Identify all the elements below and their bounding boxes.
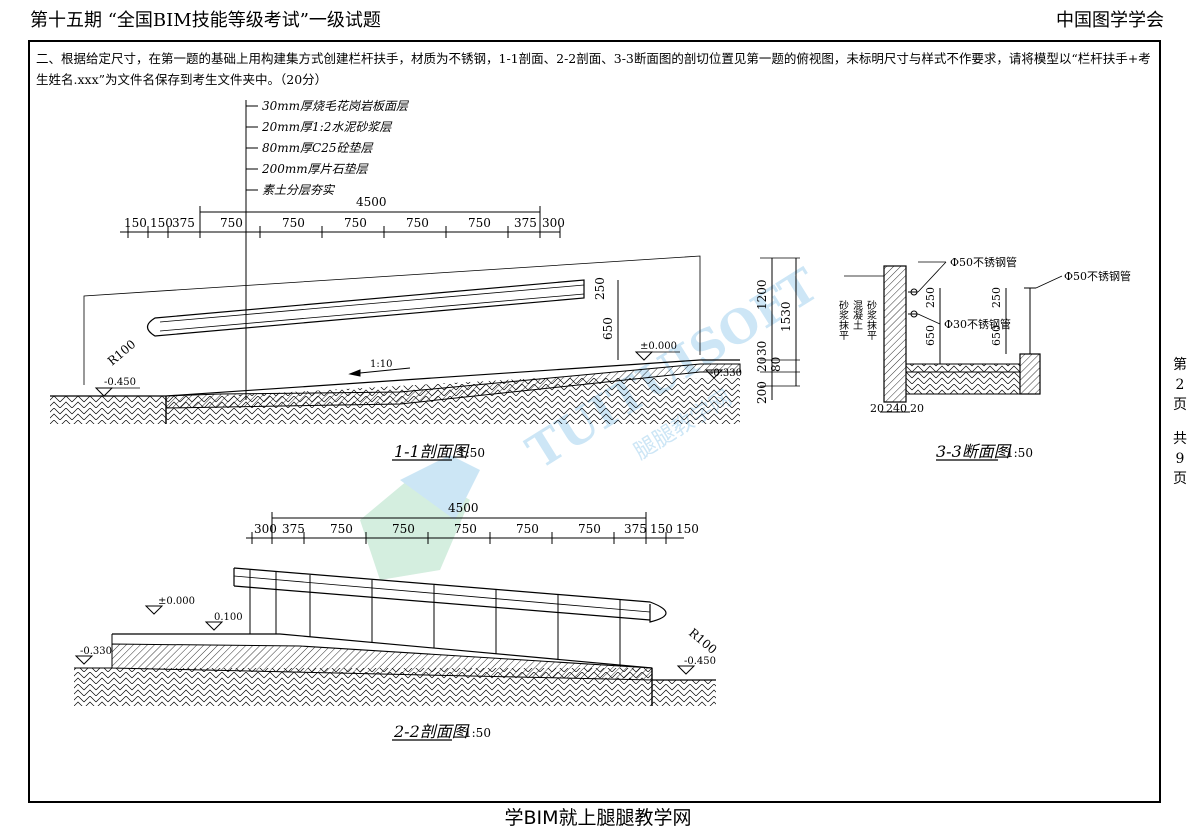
layer-label: 20mm厚1:2水泥砂浆层 bbox=[261, 120, 392, 134]
dim: 300 bbox=[542, 216, 565, 230]
elevation-label: -0.330 bbox=[710, 368, 742, 379]
dim: 650 bbox=[924, 325, 937, 346]
dim: 650 bbox=[601, 317, 615, 340]
dim: 750 bbox=[344, 216, 367, 230]
dim: 20 bbox=[755, 357, 769, 372]
pipe-label: Φ30不锈钢管 bbox=[944, 317, 1011, 331]
radius-label: R100 bbox=[686, 626, 719, 657]
header-organization: 中国图学学会 bbox=[1056, 10, 1164, 31]
material-label: 砂浆抹平 bbox=[837, 299, 849, 341]
page-char: 页 bbox=[1173, 471, 1187, 487]
dim: 150 bbox=[124, 216, 147, 230]
section-scale: 1:50 bbox=[464, 726, 491, 740]
dim: 150 bbox=[676, 522, 699, 536]
dim: 150 bbox=[150, 216, 173, 230]
dim: 20 bbox=[870, 402, 884, 415]
dim: 750 bbox=[282, 216, 305, 230]
layer-label: 200mm厚片石垫层 bbox=[261, 162, 369, 176]
section-title: 3-3断面图 bbox=[936, 442, 1012, 461]
dim: 750 bbox=[392, 522, 415, 536]
dim: 250 bbox=[924, 287, 937, 308]
dim: 1530 bbox=[779, 301, 793, 332]
dim: 750 bbox=[468, 216, 491, 230]
section-title: 1-1剖面图 bbox=[394, 442, 470, 461]
question-text: 二、根据给定尺寸，在第一题的基础上用构建集方式创建栏杆扶手，材质为不锈钢，1-1… bbox=[36, 51, 1151, 87]
dim: 300 bbox=[254, 522, 277, 536]
dim: 20 bbox=[910, 402, 924, 415]
layer-label: 30mm厚烧毛花岗岩板面层 bbox=[262, 99, 409, 113]
pipe-label: Φ50不锈钢管 bbox=[950, 255, 1017, 269]
page-char: 第 bbox=[1173, 357, 1187, 373]
dim: 375 bbox=[514, 216, 537, 230]
dim-total: 4500 bbox=[448, 501, 479, 515]
page-indicator: 第 2 页 共 9 页 bbox=[1170, 355, 1190, 489]
dim: 750 bbox=[516, 522, 539, 536]
section-1-1-labels: 30mm厚烧毛花岗岩板面层 20mm厚1:2水泥砂浆层 80mm厚C25砼垫层 … bbox=[104, 99, 793, 461]
dim: 240 bbox=[886, 402, 907, 415]
dim: 750 bbox=[406, 216, 429, 230]
elevation-label: -0.450 bbox=[104, 377, 136, 388]
section-2-2 bbox=[74, 512, 716, 741]
section-scale: 1:50 bbox=[1006, 446, 1033, 460]
material-label: 砂浆抹平 bbox=[865, 299, 877, 341]
dim: 250 bbox=[990, 287, 1003, 308]
page-char: 2 bbox=[1175, 377, 1185, 393]
elevation-label: -0.450 bbox=[684, 656, 716, 667]
elevation-label: 0.100 bbox=[214, 612, 243, 623]
material-label: 混凝土 bbox=[851, 300, 863, 330]
section-3-3-labels: Φ50不锈钢管 Φ50不锈钢管 Φ30不锈钢管 20 240 20 250 65… bbox=[837, 255, 1132, 461]
page-char: 9 bbox=[1175, 451, 1185, 467]
dim: 150 bbox=[650, 522, 673, 536]
dim: 1200 bbox=[755, 279, 769, 310]
dim: 30 bbox=[755, 341, 769, 356]
dim: 750 bbox=[454, 522, 477, 536]
header-exam-title: 第十五期 “全国BIM技能等级考试”一级试题 bbox=[30, 10, 381, 31]
dim: 750 bbox=[220, 216, 243, 230]
dim: 375 bbox=[624, 522, 647, 536]
section-scale: 1:50 bbox=[458, 446, 485, 460]
dim: 650 bbox=[990, 325, 1003, 346]
section-2-2-labels: 4500 300 375 750 750 750 750 750 375 150… bbox=[80, 501, 720, 741]
section-title: 2-2剖面图 bbox=[393, 722, 470, 741]
footer-caption: 学BIM就上腿腿教学网 bbox=[504, 807, 692, 829]
dim: 200 bbox=[755, 381, 769, 404]
radius-label: R100 bbox=[105, 337, 138, 368]
dim: 250 bbox=[593, 277, 607, 300]
dim: 750 bbox=[330, 522, 353, 536]
page-char: 页 bbox=[1173, 397, 1187, 413]
dim: 750 bbox=[578, 522, 601, 536]
page-char: 共 bbox=[1173, 431, 1187, 447]
pipe-label: Φ50不锈钢管 bbox=[1064, 269, 1131, 283]
drawing-frame bbox=[28, 40, 1161, 803]
section-1-1 bbox=[50, 100, 800, 461]
elevation-label: ±0.000 bbox=[158, 596, 195, 607]
dim: 375 bbox=[282, 522, 305, 536]
layer-label: 素土分层夯实 bbox=[262, 183, 336, 197]
slope-label: 1:10 bbox=[370, 359, 392, 370]
dim: 80 bbox=[769, 357, 783, 372]
elevation-label: -0.330 bbox=[80, 646, 112, 657]
layer-label: 80mm厚C25砼垫层 bbox=[262, 141, 373, 155]
section-3-3 bbox=[844, 261, 1063, 461]
dim: 375 bbox=[172, 216, 195, 230]
dim-total: 4500 bbox=[356, 195, 387, 209]
elevation-label: ±0.000 bbox=[640, 341, 677, 352]
